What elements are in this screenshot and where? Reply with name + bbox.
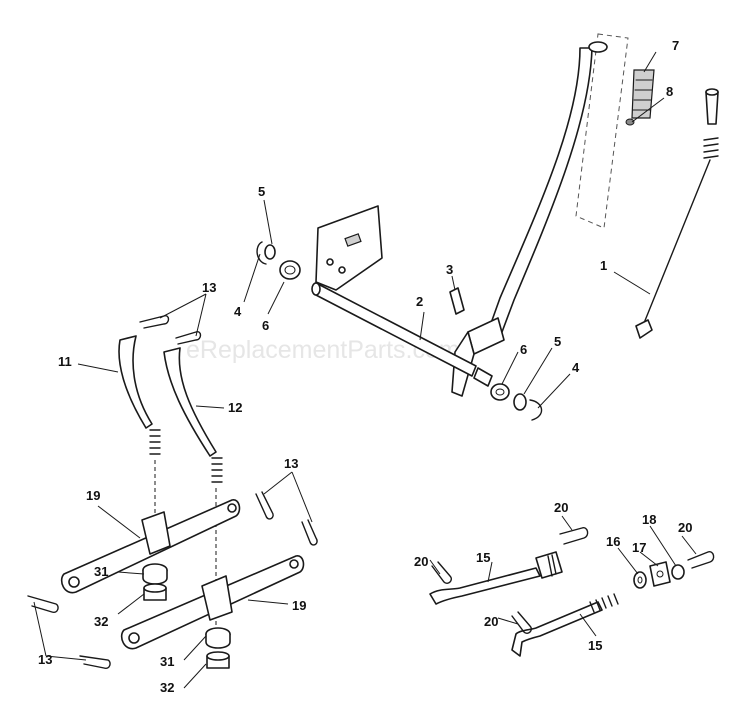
callout-3: 3 (446, 262, 453, 277)
callout-5: 5 (258, 184, 265, 199)
callout-15: 15 (476, 550, 490, 565)
cross-shaft-part-2 (311, 282, 493, 387)
callout-11: 11 (58, 354, 72, 369)
adjuster-rod-part-15-upper (429, 551, 563, 605)
bushing-part-31-upper (142, 563, 168, 585)
bushing-part-31-lower (205, 627, 231, 649)
callout-32: 32 (94, 614, 108, 629)
nut-part-32-lower (206, 651, 230, 669)
callout-18: 18 (642, 512, 656, 527)
callout-numbers: 5 4 6 2 3 7 8 1 6 5 4 13 11 12 13 19 19 … (38, 38, 692, 695)
mounting-plate (315, 205, 383, 291)
pin-part-3 (449, 287, 465, 315)
washer-part-16 (633, 571, 647, 589)
callout-5: 5 (554, 334, 561, 349)
lift-arm-part-19-upper (60, 499, 241, 594)
handle-grip-part-7 (631, 69, 655, 119)
clip-part-20-b (431, 561, 453, 585)
callout-15: 15 (588, 638, 602, 653)
lift-lever (451, 33, 629, 397)
lift-arm-part-19-lower (120, 555, 305, 650)
clip-part-20-c (511, 611, 533, 635)
clip-part-13-lower-left (27, 595, 111, 670)
callout-13: 13 (284, 456, 298, 471)
callout-13: 13 (202, 280, 216, 295)
leader-lines (33, 51, 697, 689)
left-end-hardware (256, 241, 301, 280)
callout-13: 13 (38, 652, 52, 667)
callout-4: 4 (572, 360, 580, 375)
spacer-part-18 (671, 564, 685, 580)
callout-19: 19 (86, 488, 100, 503)
callout-20: 20 (484, 614, 498, 629)
lift-rod-part-1 (635, 88, 719, 339)
nut-part-32-upper (143, 583, 167, 601)
callout-6: 6 (262, 318, 269, 333)
callout-20: 20 (414, 554, 428, 569)
callout-20: 20 (554, 500, 568, 515)
callout-6: 6 (520, 342, 527, 357)
callout-32: 32 (160, 680, 174, 695)
callout-1: 1 (600, 258, 607, 273)
callout-7: 7 (672, 38, 679, 53)
callout-17: 17 (632, 540, 646, 555)
callout-19: 19 (292, 598, 306, 613)
clip-part-20-d (687, 551, 715, 569)
callout-8: 8 (666, 84, 673, 99)
callout-4: 4 (234, 304, 242, 319)
callout-2: 2 (416, 294, 423, 309)
block-part-17 (649, 561, 671, 587)
callout-31: 31 (94, 564, 108, 579)
right-end-hardware (490, 383, 543, 421)
callout-16: 16 (606, 534, 620, 549)
clip-part-13-right (255, 491, 318, 546)
callout-31: 31 (160, 654, 174, 669)
callout-20: 20 (678, 520, 692, 535)
adjuster-rod-part-15-lower (511, 593, 619, 657)
fastener-part-8 (625, 118, 635, 126)
callout-12: 12 (228, 400, 242, 415)
clip-part-20-a (559, 527, 589, 545)
